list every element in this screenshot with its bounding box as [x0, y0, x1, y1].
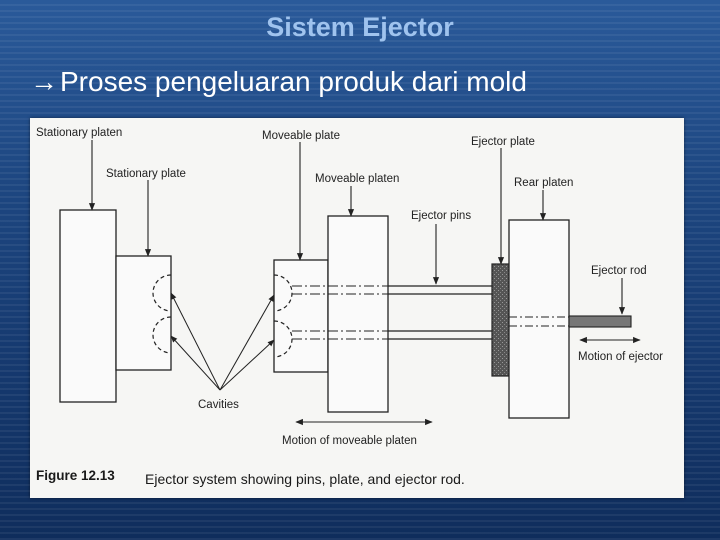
label-stationary-plate: Stationary plate: [106, 168, 186, 180]
ejector-diagram: Stationary platen Stationary plate Movea…: [36, 127, 663, 487]
stationary-platen: [59, 209, 117, 403]
rear-platen: [508, 219, 570, 419]
label-motion-of-ejector: Motion of ejector: [578, 351, 663, 363]
label-stationary-platen: Stationary platen: [36, 127, 122, 139]
cavities-leader: [219, 339, 275, 391]
label-cavities: Cavities: [198, 399, 239, 411]
cavities-leader: [170, 292, 221, 391]
arrow-icon: →: [30, 66, 58, 97]
label-moveable-platen: Moveable platen: [315, 173, 399, 185]
cavities-leader: [170, 335, 221, 391]
cavities-leader: [219, 294, 275, 391]
moveable-plate: [273, 259, 329, 373]
stationary-plate: [115, 255, 172, 371]
label-motion-of-moveable-platen: Motion of moveable platen: [282, 435, 417, 447]
cavity-shape: [152, 274, 172, 312]
cavity-shape: [152, 316, 172, 354]
figure-caption: Ejector system showing pins, plate, and …: [145, 471, 465, 487]
bullet-text: Proses pengeluaran produk dari mold: [60, 66, 527, 97]
slide-title: Sistem Ejector: [266, 12, 454, 42]
label-moveable-plate: Moveable plate: [262, 130, 340, 142]
cavity-shape: [273, 274, 293, 312]
label-ejector-rod: Ejector rod: [591, 265, 647, 277]
ejector-figure: Stationary platen Stationary plate Movea…: [30, 118, 684, 498]
ejector-plate: [491, 263, 510, 377]
label-ejector-pins: Ejector pins: [411, 210, 471, 222]
ejector-rod: [568, 315, 632, 328]
moveable-platen: [327, 215, 389, 413]
label-ejector-plate: Ejector plate: [471, 136, 535, 148]
label-rear-platen: Rear platen: [514, 177, 573, 189]
bullet-item: →Proses pengeluaran produk dari mold: [30, 66, 527, 98]
figure-number: Figure 12.13: [36, 468, 115, 483]
